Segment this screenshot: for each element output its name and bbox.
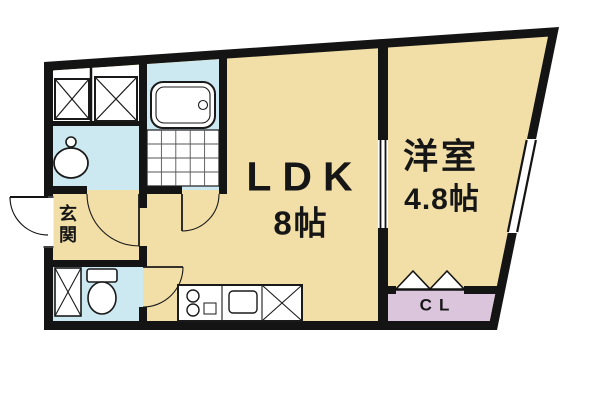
interior-walls [44, 46, 500, 321]
washing-machine-pan [54, 78, 90, 120]
shoe-cabinet [54, 267, 82, 317]
sliding-door [378, 140, 388, 228]
closet-floor [382, 290, 496, 321]
ldk-room-label: LDK [246, 153, 364, 200]
storage-pan [94, 76, 138, 122]
western-size-label: 4.8帖 [404, 183, 480, 216]
kitchen-sink [228, 290, 258, 314]
stove-burner [186, 303, 200, 317]
interior-doors [86, 193, 220, 308]
closet-folding-doors [394, 269, 466, 291]
toilet [86, 268, 118, 315]
bathtub [150, 81, 216, 129]
ldk-size-label: 8帖 [273, 204, 329, 242]
washbasin [53, 136, 89, 179]
western-room-label: 洋室 [402, 137, 480, 177]
entrance-label: 玄関 [57, 204, 77, 246]
entrance-door [9, 196, 54, 248]
stove-burner [186, 289, 200, 303]
bath-tiles [146, 129, 220, 187]
stove-panel [203, 302, 217, 315]
refrigerator-space [262, 285, 302, 321]
closet-label: CL [419, 295, 457, 315]
kitchen-counter [177, 284, 303, 322]
window [506, 139, 537, 233]
